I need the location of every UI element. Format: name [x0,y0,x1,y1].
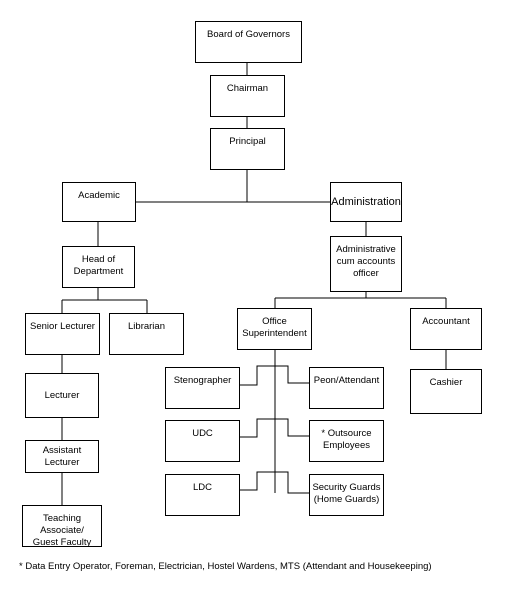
chairman-label: Chairman [226,83,269,94]
accountant-label: Accountant [422,316,470,327]
security-guards-box: Security Guards (Home Guards) [309,474,384,516]
assistant-lecturer-box: Assistant Lecturer [25,440,99,473]
security-guards-label: Security Guards (Home Guards) [312,482,381,505]
ldc-label: LDC [192,482,212,493]
head-of-department-box: Head of Department [62,246,135,288]
stenographer-label: Stenographer [173,375,232,386]
academic-box: Academic [62,182,136,222]
footnote: * Data Entry Operator, Foreman, Electric… [19,561,432,572]
admin-officer-label: Administrative cum accounts officer [336,244,396,279]
teaching-associate-box: Teaching Associate/ Guest Faculty [22,505,102,548]
principal-label: Principal [229,136,266,147]
academic-label: Academic [78,190,120,201]
administration-box: Administration [330,182,402,222]
office-superintendent-box: Office Superintendent [237,308,312,350]
head-of-department-label: Head of Department [73,254,124,277]
cashier-box: Cashier [410,369,482,414]
admin-officer-box: Administrative cum accounts officer [330,236,402,292]
assistant-lecturer-label: Assistant Lecturer [42,444,82,468]
peon-attendant-box: Peon/Attendant [309,367,384,409]
udc-box: UDC [165,420,240,462]
ldc-box: LDC [165,474,240,516]
lecturer-box: Lecturer [25,373,99,418]
librarian-box: Librarian [109,313,184,355]
principal-box: Principal [210,128,285,170]
udc-label: UDC [192,428,213,439]
stenographer-box: Stenographer [165,367,240,409]
outsource-employees-label: * Outsource Employees [321,428,372,451]
administration-label: Administration [331,196,401,208]
cashier-label: Cashier [429,377,463,388]
peon-attendant-label: Peon/Attendant [313,375,380,386]
senior-lecturer-label: Senior Lecturer [30,321,95,332]
librarian-label: Librarian [128,321,165,332]
chairman-box: Chairman [210,75,285,117]
outsource-employees-box: * Outsource Employees [309,420,384,462]
board-of-governors-label: Board of Governors [207,29,290,40]
accountant-box: Accountant [410,308,482,350]
teaching-associate-label: Teaching Associate/ Guest Faculty [32,513,92,548]
board-of-governors-box: Board of Governors [195,21,302,63]
lecturer-label: Lecturer [44,389,80,401]
office-superintendent-label: Office Superintendent [242,316,307,339]
senior-lecturer-box: Senior Lecturer [25,313,100,355]
